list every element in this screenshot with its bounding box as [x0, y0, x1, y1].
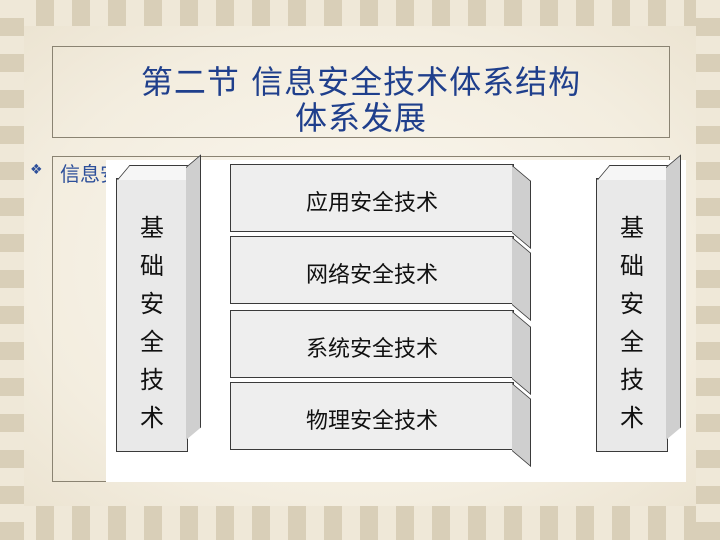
decorative-border-right [696, 0, 720, 540]
left-column-char: 基 [140, 214, 164, 242]
right-column-char: 础 [620, 252, 644, 280]
diamond-bullet-icon: ❖ [30, 162, 43, 178]
decorative-border-top [0, 0, 720, 26]
title-frame: 第二节 信息安全技术体系结构 体系发展 [52, 46, 670, 138]
left-column-char: 础 [140, 252, 164, 280]
right-foundation-column: 基 础 安 全 技 术 [596, 154, 681, 452]
right-column-char: 全 [620, 328, 644, 356]
layer-label: 系统安全技术 [305, 337, 438, 362]
right-column-char: 安 [620, 290, 644, 318]
security-architecture-diagram: 基 础 安 全 技 术 应用安全技术 网络安全技术 系统安全技术 物理安全技术 … [106, 154, 686, 482]
left-column-char: 全 [140, 328, 164, 356]
right-column-char: 基 [620, 214, 644, 242]
layer-label: 应用安全技术 [305, 191, 438, 216]
slide-title: 第二节 信息安全技术体系结构 [140, 63, 582, 101]
right-column-char: 技 [620, 366, 644, 394]
left-column-char: 术 [140, 404, 164, 432]
decorative-border-bottom [0, 506, 720, 540]
left-column-char: 安 [140, 290, 164, 318]
layer-label: 物理安全技术 [305, 409, 438, 434]
right-column-char: 术 [620, 404, 644, 432]
left-column-char: 技 [140, 366, 164, 394]
layer-system-security: 系统安全技术 [230, 310, 531, 395]
left-column-label: 基 础 安 全 技 术 [117, 209, 187, 437]
layer-network-security: 网络安全技术 [230, 236, 531, 321]
slide-subtitle: 体系发展 [294, 99, 427, 137]
layer-label: 网络安全技术 [305, 263, 438, 288]
layer-application-security: 应用安全技术 [230, 164, 531, 249]
left-foundation-column: 基 础 安 全 技 术 [116, 154, 201, 452]
right-column-label: 基 础 安 全 技 术 [597, 209, 667, 437]
decorative-border-left [0, 0, 24, 540]
layer-physical-security: 物理安全技术 [230, 382, 531, 467]
